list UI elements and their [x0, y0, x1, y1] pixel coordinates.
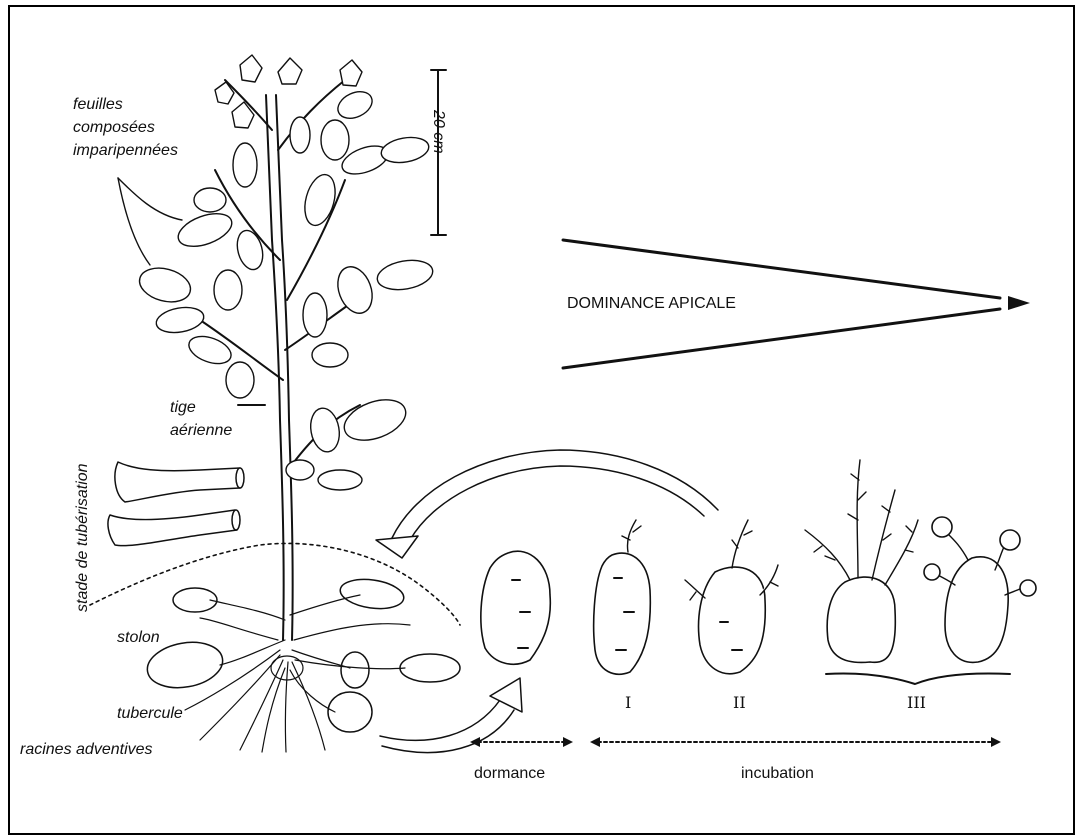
tuber-label: tubercule — [117, 704, 183, 724]
scale-label: 20 cm — [428, 110, 448, 154]
stolons-and-roots — [185, 595, 410, 752]
tuberisation-stage-label: stade de tubérisation — [73, 463, 93, 612]
leaves-label-2: composées — [73, 118, 155, 138]
stage-3-brace — [826, 673, 1010, 684]
leaves-label-3: imparipennées — [73, 141, 178, 161]
stage-1-label: I — [625, 693, 631, 713]
cycle-arrow-top — [376, 450, 718, 558]
tuber-dormant — [481, 551, 550, 664]
tuber-stage-2 — [685, 520, 778, 674]
tuberisation-stolons — [108, 462, 244, 546]
apical-arrow-head — [1008, 296, 1030, 310]
timeline-arrows — [470, 737, 1001, 747]
dormancy-label: dormance — [474, 764, 545, 784]
tuber-stage-3b — [924, 517, 1036, 662]
stolon-label: stolon — [117, 628, 160, 648]
stem-label-2: aérienne — [170, 421, 232, 441]
tuber-stage-1 — [594, 520, 651, 674]
stage-3-label: III — [907, 693, 926, 713]
cycle-arrow-bottom — [380, 678, 522, 753]
apical-dominance-label: DOMINANCE APICALE — [567, 294, 736, 314]
stem-label-1: tige — [170, 398, 196, 418]
stage-2-label: II — [733, 693, 746, 713]
leaves-label-1: feuilles — [73, 95, 123, 115]
tuber-stage-3a — [805, 460, 918, 662]
roots-label: racines adventives — [20, 740, 153, 760]
leaf-leader-lines — [118, 178, 182, 265]
incubation-label: incubation — [741, 764, 814, 784]
